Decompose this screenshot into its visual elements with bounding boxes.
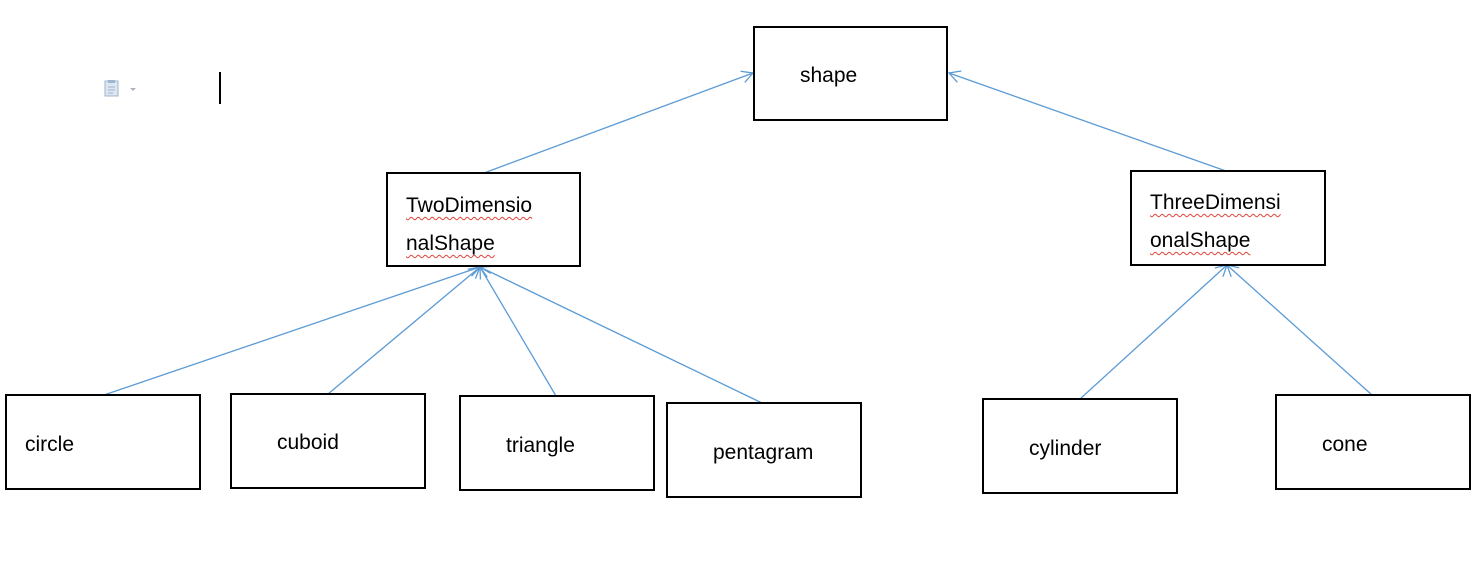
node-threedimensionalshape[interactable]: ThreeDimensi onalShape xyxy=(1130,170,1326,266)
arrow-cone-to-threedimensional xyxy=(1225,264,1373,396)
node-threedimensionalshape-label: ThreeDimensi onalShape xyxy=(1150,184,1281,260)
arrow-circle-to-twodimensional xyxy=(103,264,482,396)
node-pentagram[interactable]: pentagram xyxy=(666,402,862,498)
node-pentagram-label: pentagram xyxy=(713,441,814,464)
node-cylinder-label: cylinder xyxy=(1029,437,1102,460)
node-threedimensionalshape-line1: ThreeDimensi xyxy=(1150,191,1281,214)
arrow-triangle-to-twodimensional xyxy=(479,265,557,397)
node-twodimensionalshape-label: TwoDimensio nalShape xyxy=(406,187,532,263)
node-threedimensionalshape-line2: onalShape xyxy=(1150,229,1251,252)
arrow-pentagram-to-twodimensional xyxy=(478,265,763,404)
arrow-threedimensional-to-shape xyxy=(947,70,1227,172)
node-twodimensionalshape-line2: nalShape xyxy=(406,232,495,255)
arrow-twodimensional-to-shape xyxy=(483,70,755,174)
node-triangle-label: triangle xyxy=(506,434,575,457)
node-cuboid[interactable]: cuboid xyxy=(230,393,426,489)
node-cuboid-label: cuboid xyxy=(277,431,339,454)
node-circle-label: circle xyxy=(25,433,75,456)
node-cone-label: cone xyxy=(1322,433,1368,456)
node-cone[interactable]: cone xyxy=(1275,394,1471,490)
node-twodimensionalshape[interactable]: TwoDimensio nalShape xyxy=(386,172,581,267)
arrow-cylinder-to-threedimensional xyxy=(1079,264,1229,400)
node-cylinder[interactable]: cylinder xyxy=(982,398,1178,494)
node-circle[interactable]: circle xyxy=(5,394,201,490)
node-triangle[interactable]: triangle xyxy=(459,395,655,491)
node-shape-label: shape xyxy=(800,64,858,87)
arrow-cuboid-to-twodimensional xyxy=(327,266,482,395)
node-twodimensionalshape-line1: TwoDimensio xyxy=(406,194,533,217)
node-shape[interactable]: shape xyxy=(753,26,948,121)
paste-options-icon[interactable] xyxy=(104,80,138,98)
text-cursor xyxy=(219,72,221,104)
